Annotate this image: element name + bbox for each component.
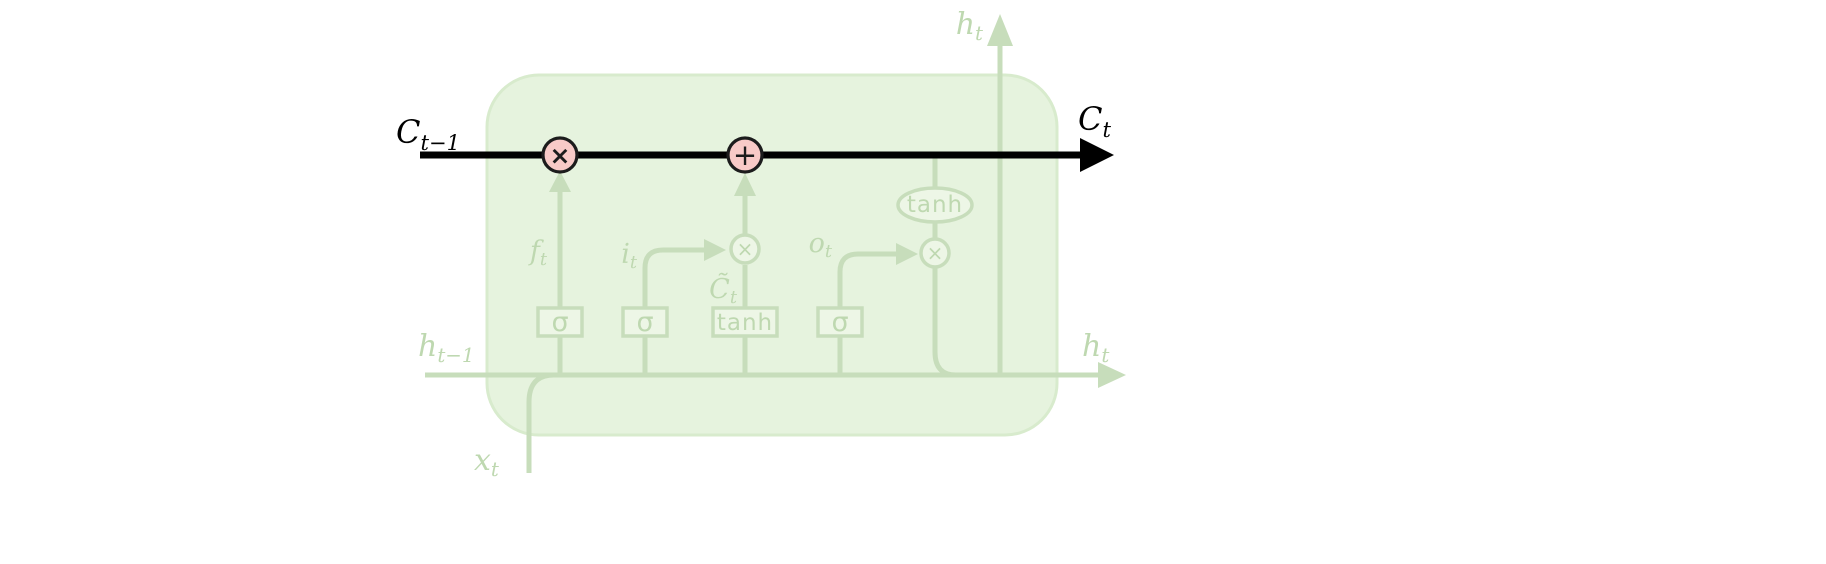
multiply-to-hidden-line xyxy=(932,267,957,378)
output-gate-arrowhead xyxy=(896,243,918,265)
faded-internals: σ σ tanh σ × tanh × h xyxy=(418,7,1126,481)
c-t-prev-label: Ct−1 xyxy=(396,113,460,155)
forget-arrowhead xyxy=(549,171,571,192)
output-gate-label: ot xyxy=(809,228,833,262)
h-t-top-label: ht xyxy=(956,7,983,45)
input-sigma-box xyxy=(621,306,669,338)
x-t-label: xt xyxy=(474,443,499,481)
forget-multiply-symbol: × xyxy=(550,141,571,170)
cell-state-arrowhead xyxy=(1080,138,1114,172)
forget-sigma-label: σ xyxy=(551,307,568,338)
output-multiply-symbol: × xyxy=(927,241,944,265)
output-tanh-label: tanh xyxy=(907,192,963,218)
input-gate-arrowhead xyxy=(704,239,726,261)
h-t-prev-label: ht−1 xyxy=(418,329,474,367)
c-t-next-label: Ct xyxy=(1078,100,1111,142)
cell-state-path: Ct−1 Ct × + xyxy=(396,100,1114,174)
output-gate-line xyxy=(837,251,896,308)
add-arrowhead xyxy=(734,173,756,196)
candidate-multiply-symbol: × xyxy=(737,237,754,261)
input-x-line xyxy=(526,372,555,473)
input-gate-label: it xyxy=(621,239,638,273)
input-sigma-label: σ xyxy=(636,307,653,338)
forget-multiply-op xyxy=(541,136,579,174)
lstm-cell-body xyxy=(485,73,1059,437)
candidate-label: C̃t xyxy=(709,272,738,308)
hidden-state-up-arrowhead xyxy=(987,14,1013,46)
input-gate-line xyxy=(642,247,704,308)
output-sigma-label: σ xyxy=(831,307,848,338)
hidden-state-right-arrowhead xyxy=(1098,362,1126,388)
h-t-right-label: ht xyxy=(1082,329,1109,367)
cell-add-symbol: + xyxy=(733,138,757,172)
forget-sigma-box xyxy=(536,306,584,338)
cell-add-op xyxy=(726,136,764,174)
candidate-tanh-label: tanh xyxy=(717,310,773,336)
